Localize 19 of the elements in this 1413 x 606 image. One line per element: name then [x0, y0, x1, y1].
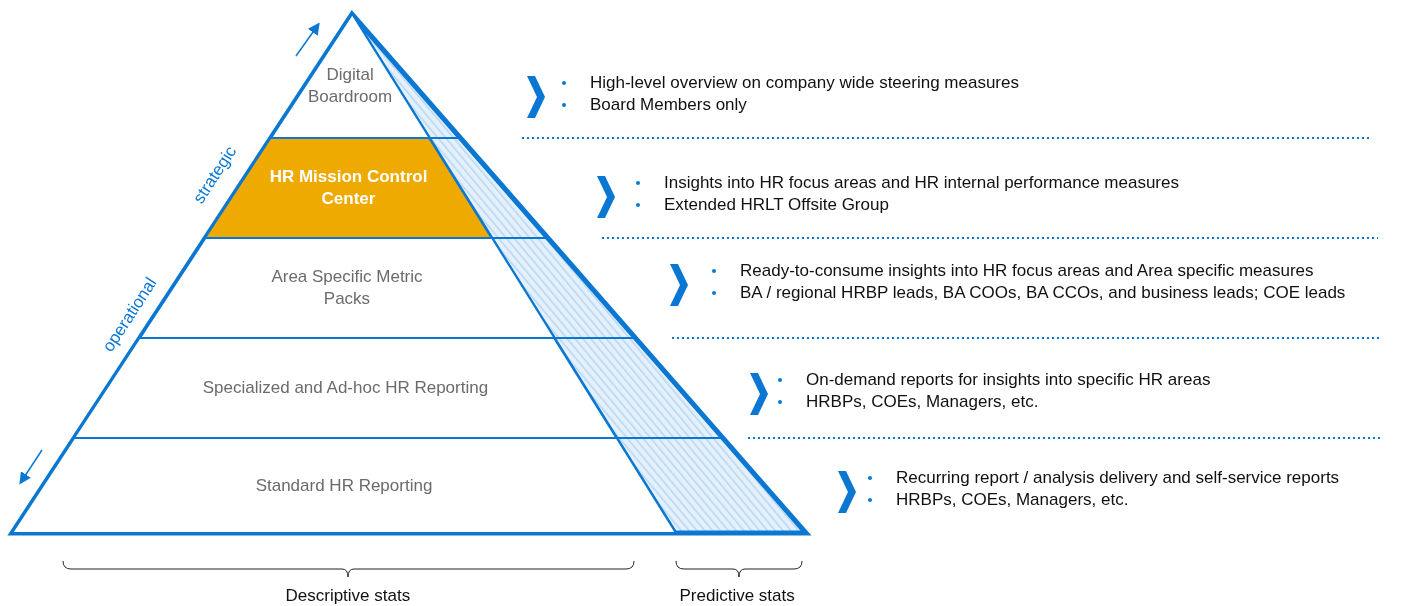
- layer-label: Digital Boardroom: [307, 64, 394, 108]
- bullet-text: On-demand reports for insights into specific HR areas: [806, 370, 1211, 389]
- bullet-text: BA / regional HRBP leads, BA COOs, BA CCOs, and business leads; COE leads: [740, 283, 1346, 302]
- bullet-text: Extended HRLT Offsite Group: [664, 195, 889, 214]
- bullet-text: High-level overview on company wide steering measures: [590, 73, 1019, 92]
- pyramid-tip: [270, 14, 430, 138]
- bullet-text: Ready-to-consume insights into HR focus areas and Area specific measures: [740, 261, 1314, 280]
- bullet-text: Board Members only: [590, 95, 747, 114]
- layer-label: Specialized and Ad-hoc HR Reporting: [201, 377, 490, 399]
- layer-label: Area Specific Metric Packs: [270, 266, 424, 310]
- layer-label: Standard HR Reporting: [254, 474, 434, 497]
- bullet-text: Recurring report / analysis delivery and self-service reports: [896, 468, 1340, 487]
- bullet-text: HRBPs, COEs, Managers, etc.: [806, 392, 1039, 411]
- layer-label: HR Mission Control Center: [268, 166, 429, 210]
- bullet-text: Insights into HR focus areas and HR internal performance measures: [664, 173, 1179, 192]
- bullet-text: HRBPs, COEs, Managers, etc.: [896, 490, 1129, 509]
- bracket-label: Predictive stats: [679, 586, 795, 606]
- pyramid-layer: [12, 438, 676, 533]
- bracket-label: Descriptive stats: [285, 586, 411, 606]
